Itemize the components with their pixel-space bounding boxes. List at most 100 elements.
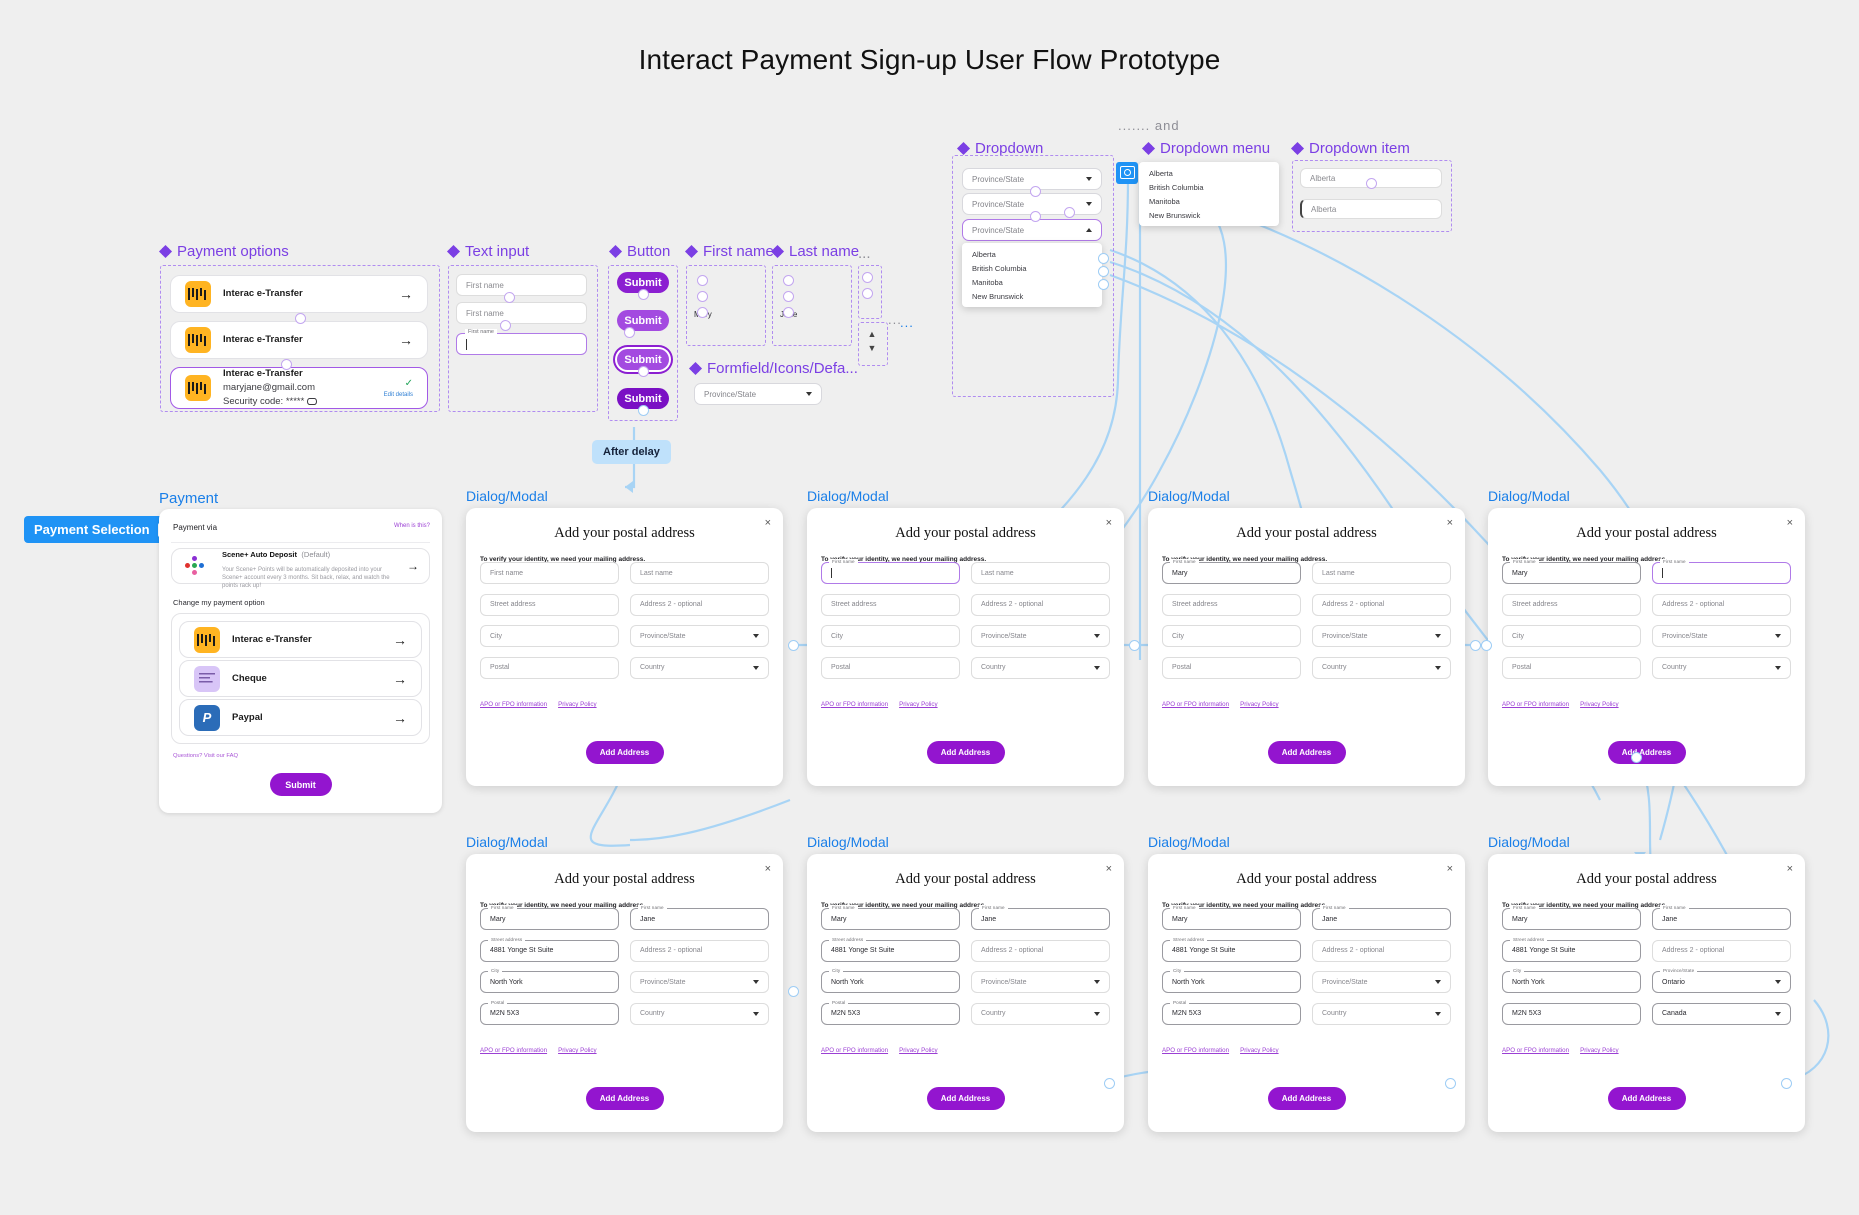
wire-handle[interactable] <box>783 275 794 286</box>
apo-fpo-link[interactable]: APO or FPO information <box>1502 1047 1570 1054</box>
field-last-name[interactable]: Last name <box>630 562 769 584</box>
modal-add-postal-address-5[interactable]: × Add your postal address To verify your… <box>466 854 783 1132</box>
field-country[interactable]: Canada <box>1652 1002 1791 1025</box>
modal-add-postal-address-7[interactable]: × Add your postal address To verify your… <box>1148 854 1465 1132</box>
dropdown-open[interactable]: Province/State <box>962 219 1102 241</box>
field-postal[interactable]: Postal <box>1162 656 1301 679</box>
text-input-hover[interactable]: First name <box>456 302 587 324</box>
privacy-policy-link[interactable]: Privacy Policy <box>1580 701 1619 708</box>
payment-option-card-1[interactable]: Interac e-Transfer → <box>170 275 428 313</box>
text-input-default[interactable]: First name <box>456 274 587 296</box>
payment-option-card-3-selected[interactable]: Interac e-Transfer maryjane@gmail.com Se… <box>170 367 428 409</box>
dropdown-menu-option[interactable]: New Brunswick <box>1149 210 1201 220</box>
text-input-focus[interactable]: First name <box>456 329 587 355</box>
dropdown-option[interactable]: New Brunswick <box>972 291 1024 301</box>
wire-handle[interactable] <box>1470 640 1481 651</box>
field-address2[interactable]: Address 2 - optional <box>1652 939 1791 962</box>
wire-handle[interactable] <box>500 320 511 331</box>
close-icon[interactable]: × <box>1105 517 1112 529</box>
modal-add-postal-address-6[interactable]: × Add your postal address To verify your… <box>807 854 1124 1132</box>
dropdown-item-hover[interactable]: Alberta <box>1300 199 1442 219</box>
close-icon[interactable]: × <box>764 517 771 529</box>
field-country[interactable]: Country <box>971 656 1110 679</box>
wire-handle[interactable] <box>1064 207 1075 218</box>
field-address2[interactable]: Address 2 - optional <box>971 593 1110 616</box>
field-address2[interactable]: Address 2 - optional <box>1312 593 1451 616</box>
stepper-up-down-icon[interactable]: ▲▼ <box>867 329 877 353</box>
wire-handle[interactable] <box>638 289 649 300</box>
apo-fpo-link[interactable]: APO or FPO information <box>480 701 548 708</box>
field-postal[interactable]: Postal <box>480 656 619 679</box>
formfield-province-state[interactable]: Province/State <box>694 383 822 405</box>
close-icon[interactable]: × <box>764 863 771 875</box>
field-last-name[interactable]: First name <box>1652 559 1791 584</box>
field-country[interactable]: Country <box>630 1002 769 1025</box>
add-address-button[interactable]: Add Address <box>1267 1087 1346 1110</box>
add-address-button[interactable]: Add Address <box>926 1087 1005 1110</box>
eye-icon[interactable] <box>306 397 317 405</box>
field-address2[interactable]: Address 2 - optional <box>971 939 1110 962</box>
payment-option-interac[interactable]: Interac e-Transfer → <box>179 621 422 658</box>
field-first-name[interactable]: First name <box>480 562 619 584</box>
dropdown-option[interactable]: Alberta <box>972 249 996 259</box>
modal-add-postal-address-4[interactable]: × Add your postal address To verify your… <box>1488 508 1805 786</box>
add-address-button[interactable]: Add Address <box>585 741 664 764</box>
field-postal[interactable]: Postal <box>821 656 960 679</box>
field-city[interactable]: City <box>1162 625 1301 647</box>
add-address-button[interactable]: Add Address <box>1267 741 1346 764</box>
wire-handle[interactable] <box>697 291 708 302</box>
dropdown-menu-option[interactable]: British Columbia <box>1149 182 1204 192</box>
wire-handle[interactable] <box>1104 1078 1115 1089</box>
field-last-name[interactable]: Last name <box>971 562 1110 584</box>
wire-handle[interactable] <box>1781 1078 1792 1089</box>
field-first-name[interactable]: First name <box>821 559 960 584</box>
wire-handle[interactable] <box>1129 640 1140 651</box>
privacy-policy-link[interactable]: Privacy Policy <box>1240 1047 1279 1054</box>
privacy-policy-link[interactable]: Privacy Policy <box>1240 701 1279 708</box>
field-province[interactable]: Province/State <box>630 625 769 647</box>
dropdown-option[interactable]: Manitoba <box>972 277 1003 287</box>
wire-handle[interactable] <box>783 307 794 318</box>
wire-handle[interactable] <box>1366 178 1377 189</box>
field-province[interactable]: Province/State <box>630 971 769 993</box>
field-city[interactable]: City <box>1502 625 1641 647</box>
button-submit-default[interactable]: Submit <box>617 272 669 293</box>
apo-fpo-link[interactable]: APO or FPO information <box>821 1047 889 1054</box>
dropdown-open-menu[interactable]: Alberta British Columbia Manitoba New Br… <box>962 243 1102 307</box>
wire-handle[interactable] <box>862 272 873 283</box>
close-icon[interactable]: × <box>1105 863 1112 875</box>
wire-handle[interactable] <box>697 275 708 286</box>
field-street[interactable]: Street address <box>480 593 619 616</box>
submit-button[interactable]: Submit <box>269 773 332 796</box>
dropdown-option[interactable]: British Columbia <box>972 263 1027 273</box>
add-address-button[interactable]: Add Address <box>1607 1087 1686 1110</box>
field-country[interactable]: Country <box>1312 1002 1451 1025</box>
field-street[interactable]: Street address <box>821 593 960 616</box>
apo-fpo-link[interactable]: APO or FPO information <box>480 1047 548 1054</box>
button-submit-pressed[interactable]: Submit <box>617 388 669 409</box>
wire-handle[interactable] <box>783 291 794 302</box>
field-province[interactable]: Province/State <box>1312 971 1451 993</box>
wire-handle[interactable] <box>504 292 515 303</box>
wire-handle[interactable] <box>638 366 649 377</box>
button-submit-focus[interactable]: Submit <box>617 349 669 370</box>
payment-option-cheque[interactable]: Cheque → <box>179 660 422 697</box>
apo-fpo-link[interactable]: APO or FPO information <box>1162 701 1230 708</box>
field-province[interactable]: Province/State <box>1312 625 1451 647</box>
close-icon[interactable]: × <box>1786 517 1793 529</box>
faq-link[interactable]: Questions? Visit our FAQ <box>173 753 238 759</box>
wire-handle[interactable] <box>638 405 649 416</box>
wire-handle[interactable] <box>1631 752 1642 763</box>
